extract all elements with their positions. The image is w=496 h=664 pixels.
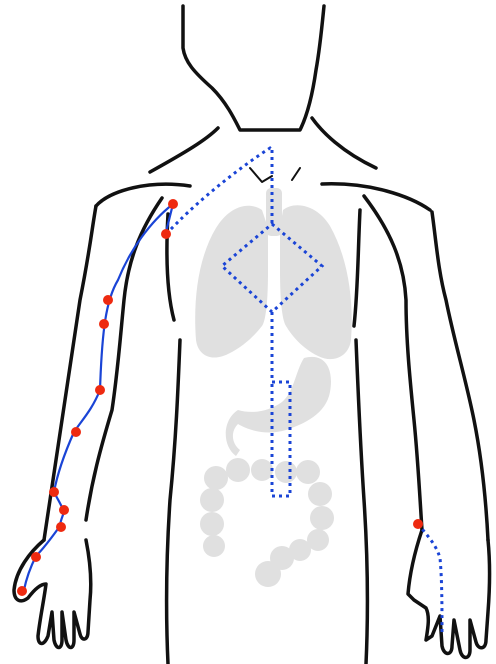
acupoint — [49, 487, 59, 497]
left-torso-side — [167, 340, 180, 664]
stomach — [226, 357, 331, 456]
acupoint — [17, 586, 27, 596]
large-intestine — [200, 458, 334, 587]
acupoint — [71, 427, 81, 437]
right-shoulder-outline — [322, 184, 430, 210]
right-hand — [408, 530, 490, 658]
acupoint — [161, 229, 171, 239]
right-lung — [280, 205, 352, 359]
right-torso-side — [356, 340, 367, 664]
right-arm-inner — [364, 196, 422, 530]
right-arm-outer — [432, 212, 488, 540]
trachea-lumen — [268, 248, 280, 292]
head-outline — [183, 6, 324, 130]
acupoint — [168, 199, 178, 209]
acupoint — [95, 385, 105, 395]
left-lung — [195, 206, 268, 358]
acupoint — [103, 295, 113, 305]
acupoint — [99, 319, 109, 329]
left-neck-line — [150, 128, 218, 172]
acupoint — [413, 519, 423, 529]
acupoint — [31, 552, 41, 562]
collarbones — [250, 168, 300, 182]
organs — [195, 188, 352, 587]
right-neck-line — [312, 118, 376, 168]
left-arm-inner — [86, 198, 162, 520]
acupoint — [56, 522, 66, 532]
acupoint — [59, 505, 69, 515]
right-armpit — [354, 210, 360, 326]
